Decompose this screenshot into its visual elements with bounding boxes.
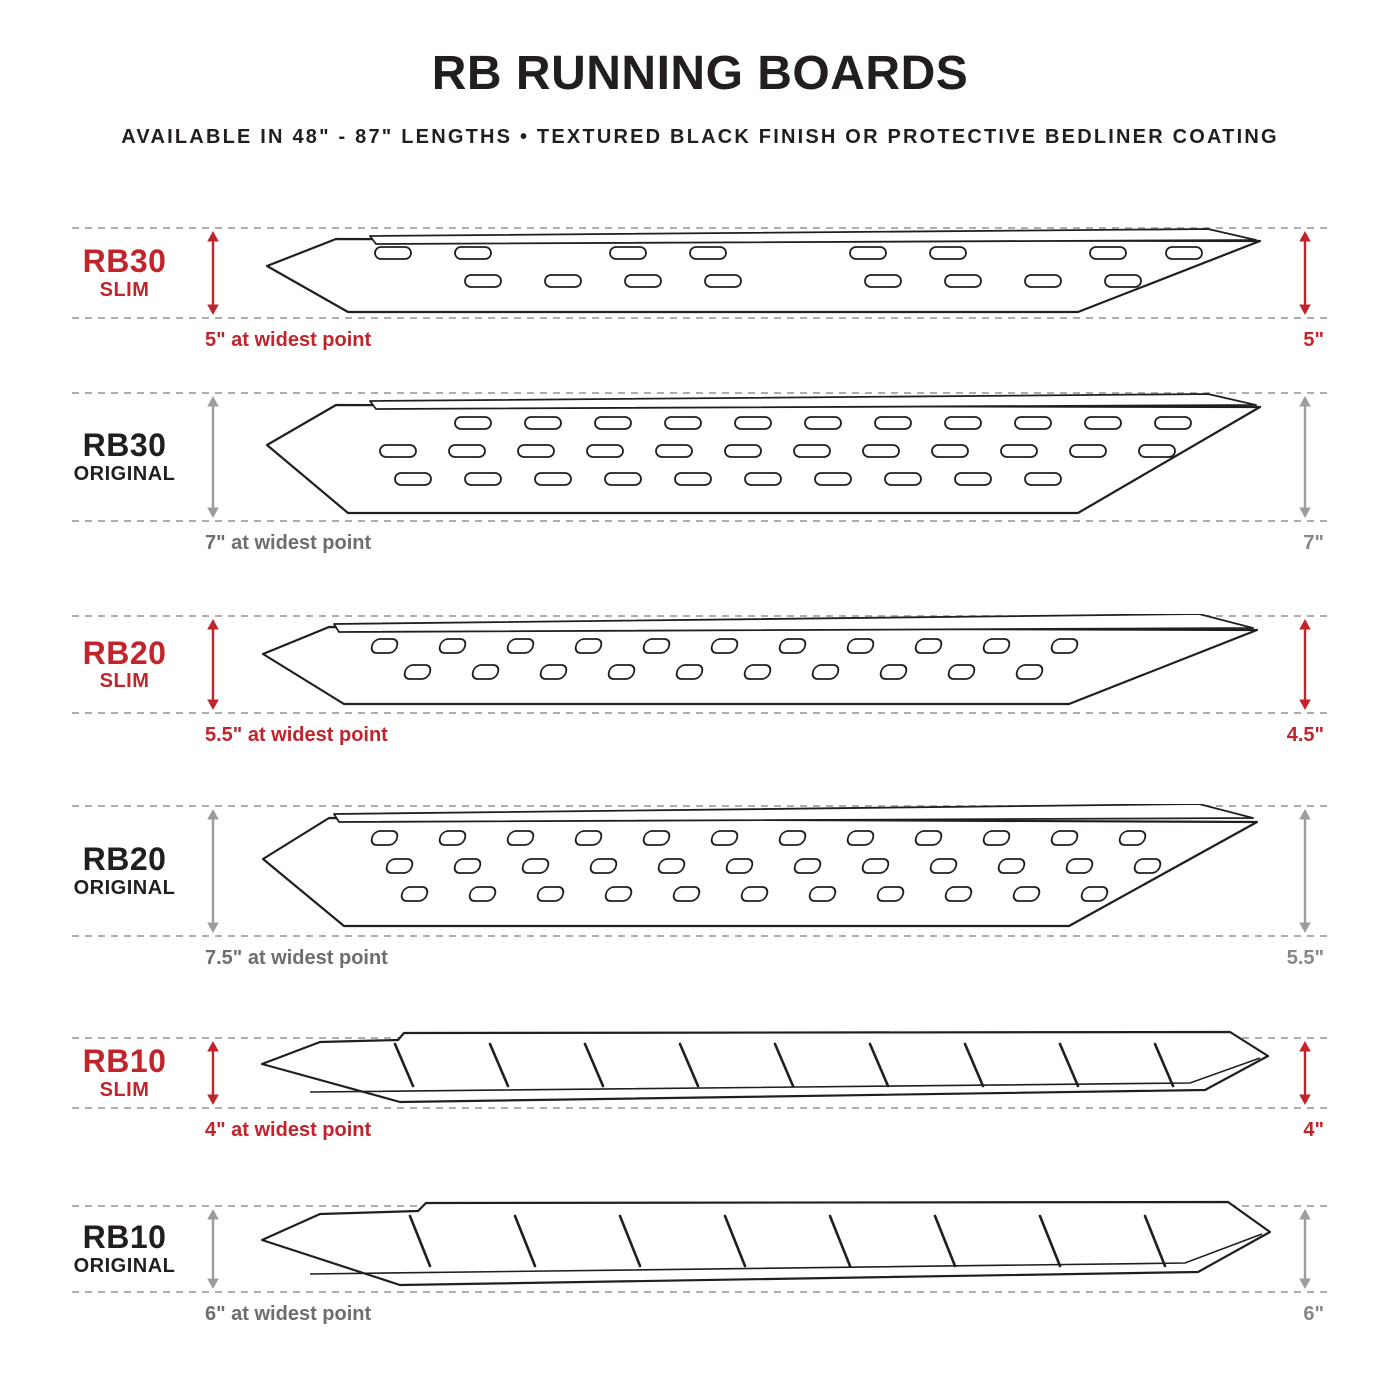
height-arrow-icon xyxy=(204,1041,222,1105)
page-title: RB RUNNING BOARDS xyxy=(431,47,969,100)
height-arrow-icon xyxy=(1296,809,1314,933)
board-row-rb20-original: RB20 ORIGINAL 7.5" at widest point 5.5" xyxy=(0,804,1400,969)
dashed-guide-bottom xyxy=(72,935,1328,937)
height-arrow-icon xyxy=(204,809,222,933)
variant-name: SLIM xyxy=(99,278,150,301)
height-arrow-icon xyxy=(204,619,222,710)
board-row-rb30-slim: RB30 SLIM 5" at widest point 5" xyxy=(0,227,1400,351)
dashed-guide-bottom xyxy=(72,1107,1328,1109)
running-board-drawing xyxy=(260,1030,1270,1104)
variant-name: ORIGINAL xyxy=(73,1254,176,1277)
board-label: RB10 SLIM xyxy=(52,1038,197,1108)
dashed-guide-top xyxy=(72,615,1328,617)
running-board-drawing xyxy=(260,1200,1272,1287)
running-board-drawing xyxy=(265,393,1262,515)
board-label: RB20 ORIGINAL xyxy=(52,806,197,936)
board-label: RB30 SLIM xyxy=(52,228,197,318)
dashed-guide-top xyxy=(72,227,1328,229)
running-board-drawing xyxy=(261,614,1259,706)
model-name: RB30 xyxy=(82,243,167,280)
board-row-rb10-original: RB10 ORIGINAL 6" at widest point 6" xyxy=(0,1200,1400,1325)
dashed-guide-top xyxy=(72,805,1328,807)
height-arrow-icon xyxy=(204,396,222,518)
variant-name: ORIGINAL xyxy=(73,462,176,485)
widest-point-label: 4" at widest point xyxy=(205,1119,372,1141)
widest-point-label: 5.5" at widest point xyxy=(205,724,388,746)
running-board-drawing xyxy=(265,228,1262,314)
height-measure-label: 6" xyxy=(1303,1303,1324,1325)
height-measure-label: 5.5" xyxy=(1286,947,1324,969)
widest-point-label: 6" at widest point xyxy=(205,1303,372,1325)
variant-name: ORIGINAL xyxy=(73,876,176,899)
dashed-guide-bottom xyxy=(72,1291,1328,1293)
board-label: RB30 ORIGINAL xyxy=(52,393,197,521)
variant-name: SLIM xyxy=(99,1078,150,1101)
model-name: RB30 xyxy=(82,427,167,464)
dashed-guide-top xyxy=(72,392,1328,394)
widest-point-label: 7" at widest point xyxy=(205,532,372,554)
board-row-rb30-original: RB30 ORIGINAL 7" at widest point 7" xyxy=(0,392,1400,554)
height-measure-label: 4.5" xyxy=(1286,724,1324,746)
model-name: RB10 xyxy=(82,1219,167,1256)
widest-point-label: 7.5" at widest point xyxy=(205,947,388,969)
variant-name: SLIM xyxy=(99,670,150,693)
running-board-drawing xyxy=(261,804,1259,928)
model-name: RB20 xyxy=(82,841,167,878)
height-measure-label: 5" xyxy=(1303,329,1324,351)
model-name: RB10 xyxy=(82,1043,167,1080)
height-arrow-icon xyxy=(1296,231,1314,315)
board-row-rb10-slim: RB10 SLIM 4" at widest point 4" xyxy=(0,1030,1400,1141)
board-label: RB10 ORIGINAL xyxy=(52,1206,197,1292)
dashed-guide-bottom xyxy=(72,317,1328,319)
widest-point-label: 5" at widest point xyxy=(205,329,372,351)
height-arrow-icon xyxy=(1296,619,1314,710)
page-subtitle: AVAILABLE IN 48" - 87" LENGTHS • TEXTURE… xyxy=(121,126,1279,148)
height-arrow-icon xyxy=(204,231,222,315)
dashed-guide-bottom xyxy=(72,712,1328,714)
height-arrow-icon xyxy=(204,1209,222,1289)
dashed-guide-bottom xyxy=(72,520,1328,522)
height-measure-label: 7" xyxy=(1303,532,1324,554)
height-arrow-icon xyxy=(1296,1209,1314,1289)
height-arrow-icon xyxy=(1296,1041,1314,1105)
board-row-rb20-slim: RB20 SLIM 5.5" at widest point 4.5" xyxy=(0,614,1400,746)
model-name: RB20 xyxy=(82,634,167,671)
height-arrow-icon xyxy=(1296,396,1314,518)
board-label: RB20 SLIM xyxy=(52,616,197,713)
height-measure-label: 4" xyxy=(1303,1119,1324,1141)
